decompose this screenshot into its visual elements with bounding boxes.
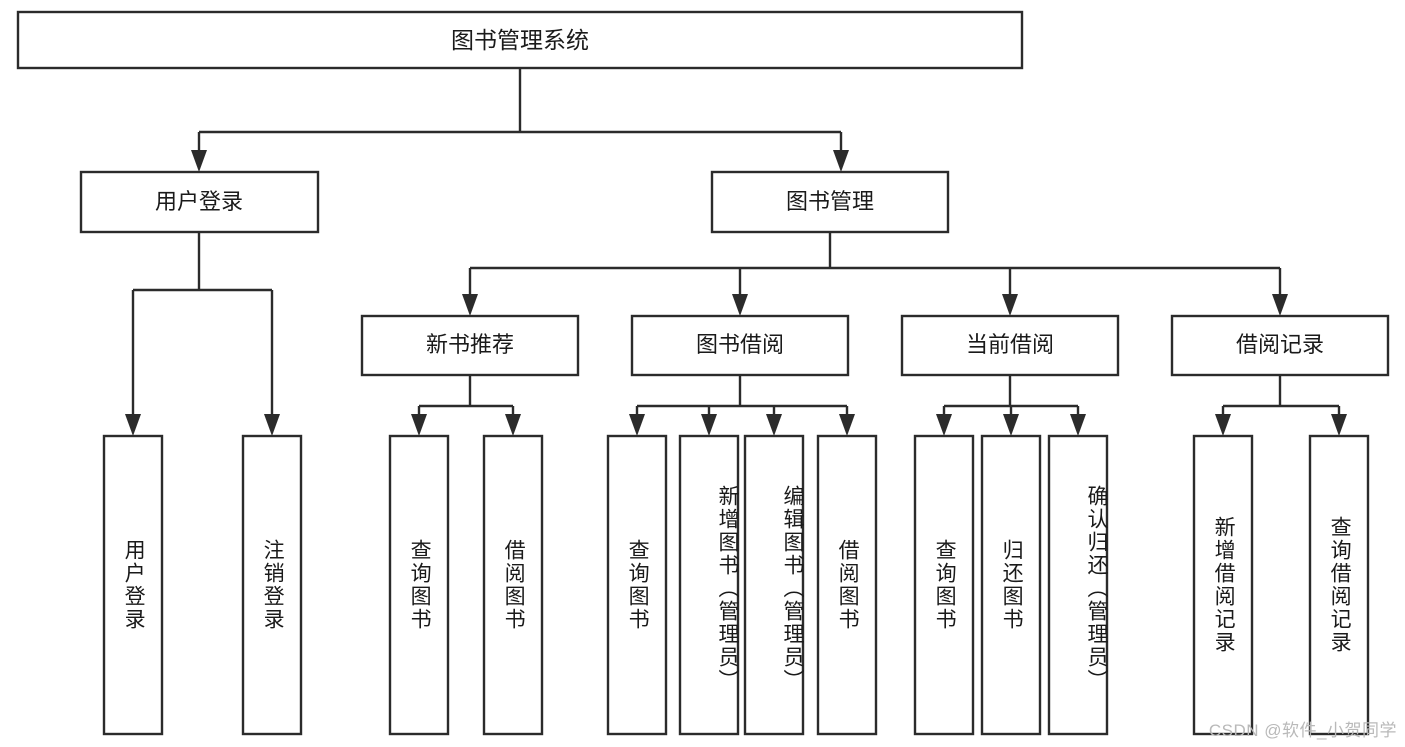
arrow-to-leaf-confirm-return-admin: [1070, 414, 1086, 436]
arrow-to-leaf-query-book-1: [411, 414, 427, 436]
arrow-to-leaf-user-login: [125, 414, 141, 436]
node-borrow-record-label: 借阅记录: [1236, 332, 1324, 357]
arrow-to-leaf-add-book-admin: [701, 414, 717, 436]
node-new-book-recommend-label: 新书推荐: [426, 332, 514, 357]
node-book-management-label: 图书管理: [786, 189, 874, 214]
arrow-to-borrow-record: [1272, 294, 1288, 316]
leaf-box-query-book-2[interactable]: [606, 434, 668, 736]
node-current-borrow[interactable]: 当前借阅: [900, 314, 1120, 377]
node-book-management[interactable]: 图书管理: [710, 170, 950, 234]
node-new-book-recommend[interactable]: 新书推荐: [360, 314, 580, 377]
arrow-to-book-borrow: [732, 294, 748, 316]
leaf-box-add-book-admin[interactable]: [678, 434, 740, 736]
node-root-label: 图书管理系统: [451, 27, 589, 53]
node-user-login[interactable]: 用户登录: [79, 170, 320, 234]
csdn-watermark: CSDN @软件_小贺同学: [1208, 721, 1397, 740]
node-book-borrow-label: 图书借阅: [696, 332, 784, 357]
leaf-box-user-login[interactable]: [102, 434, 164, 736]
leaf-box-edit-book-admin[interactable]: [743, 434, 805, 736]
node-user-login-label: 用户登录: [155, 189, 243, 214]
leaf-box-query-borrow-record[interactable]: [1308, 434, 1370, 736]
arrow-to-current-borrow: [1002, 294, 1018, 316]
connector-group-root-to-level2: [191, 68, 849, 172]
node-borrow-record[interactable]: 借阅记录: [1170, 314, 1390, 377]
arrow-to-leaf-query-book-2: [629, 414, 645, 436]
node-book-borrow[interactable]: 图书借阅: [630, 314, 850, 377]
arrow-to-leaf-add-borrow-record: [1215, 414, 1231, 436]
arrow-to-leaf-query-borrow-record: [1331, 414, 1347, 436]
leaf-box-query-book-3[interactable]: [913, 434, 975, 736]
connector-group-user-login-to-leaves: [125, 232, 280, 436]
leaf-box-confirm-return-admin[interactable]: [1047, 434, 1109, 736]
connector-group-current-borrow-to-leaves: [936, 375, 1086, 436]
node-current-borrow-label: 当前借阅: [966, 332, 1054, 357]
connector-group-book-borrow-to-leaves: [629, 375, 855, 436]
connector-group-borrow-record-to-leaves: [1215, 375, 1347, 436]
leaf-box-logout-login[interactable]: [241, 434, 303, 736]
arrow-to-leaf-logout-login: [264, 414, 280, 436]
arrow-to-leaf-return-book: [1003, 414, 1019, 436]
connector-group-new-book-recommend-to-leaves: [411, 375, 521, 436]
leaf-box-borrow-book-1[interactable]: [482, 434, 544, 736]
arrow-to-leaf-borrow-book-2: [839, 414, 855, 436]
connector-group-book-management-to-level3: [462, 232, 1288, 316]
leaf-boxes: [102, 434, 1370, 736]
leaf-box-add-borrow-record[interactable]: [1192, 434, 1254, 736]
arrow-to-new-book-recommend: [462, 294, 478, 316]
leaf-box-borrow-book-2[interactable]: [816, 434, 878, 736]
node-root[interactable]: 图书管理系统: [16, 10, 1024, 70]
arrow-to-user-login: [191, 150, 207, 172]
arrow-to-leaf-query-book-3: [936, 414, 952, 436]
arrow-to-leaf-borrow-book-1: [505, 414, 521, 436]
arrow-to-leaf-edit-book-admin: [766, 414, 782, 436]
leaf-box-query-book-1[interactable]: [388, 434, 450, 736]
arrow-to-book-management: [833, 150, 849, 172]
leaf-box-return-book[interactable]: [980, 434, 1042, 736]
